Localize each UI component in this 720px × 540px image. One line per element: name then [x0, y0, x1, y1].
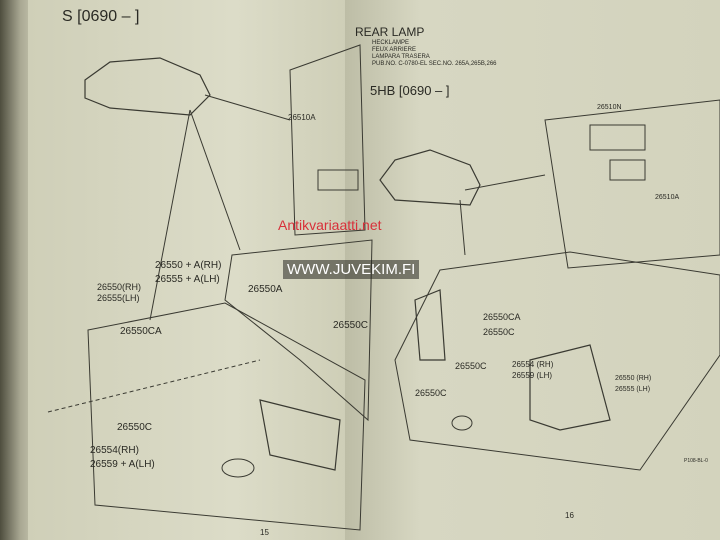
subtitle: PUB.NO. C-0780-EL SEC.NO. 265A,265B,266 — [372, 61, 497, 67]
left-header: S [0690 – ] — [62, 8, 140, 25]
part-label: 26555 + A(LH) — [155, 274, 220, 285]
page-number: 15 — [260, 528, 269, 537]
part-label: 26550C — [455, 361, 487, 371]
subtitle: HECKLAMPE — [372, 40, 410, 46]
part-label: 26550(RH) — [97, 282, 142, 292]
section-title: REAR LAMP — [355, 25, 425, 39]
subtitle: LAMPARA TRASERA — [372, 54, 430, 60]
part-label: 26550CA — [120, 326, 162, 337]
part-label: 26550C — [483, 327, 515, 337]
part-label: 26550A — [248, 284, 283, 295]
part-label: 26555 (LH) — [615, 386, 651, 393]
part-label: 26510N — [597, 104, 622, 111]
part-label: 26550 (RH) — [615, 375, 652, 382]
part-label: 26559 + A(LH) — [90, 459, 155, 470]
part-label: 26554 (RH) — [512, 360, 554, 369]
subtitle: FEUX ARRIERE — [372, 47, 417, 53]
watermark-red: Antikvariaatti.net — [278, 217, 382, 233]
part-label: 26550CA — [483, 312, 521, 322]
part-label: 26555(LH) — [97, 293, 140, 303]
watermark-site: WWW.JUVEKIM.FI — [283, 260, 420, 280]
part-label: 26510A — [655, 194, 680, 201]
page-number: 16 — [565, 511, 574, 520]
part-label: 26550C — [415, 388, 447, 398]
part-label: 26550 + A(RH) — [155, 260, 222, 271]
page-code: P108-BL-0 — [684, 458, 708, 464]
part-label: 26554(RH) — [90, 445, 139, 456]
part-label: 26510A — [288, 113, 316, 122]
part-label: 26559 (LH) — [512, 371, 553, 380]
part-label: 26550C — [117, 422, 153, 433]
part-label: 26550C — [333, 320, 369, 331]
right-header: 5HB [0690 – ] — [370, 83, 450, 98]
